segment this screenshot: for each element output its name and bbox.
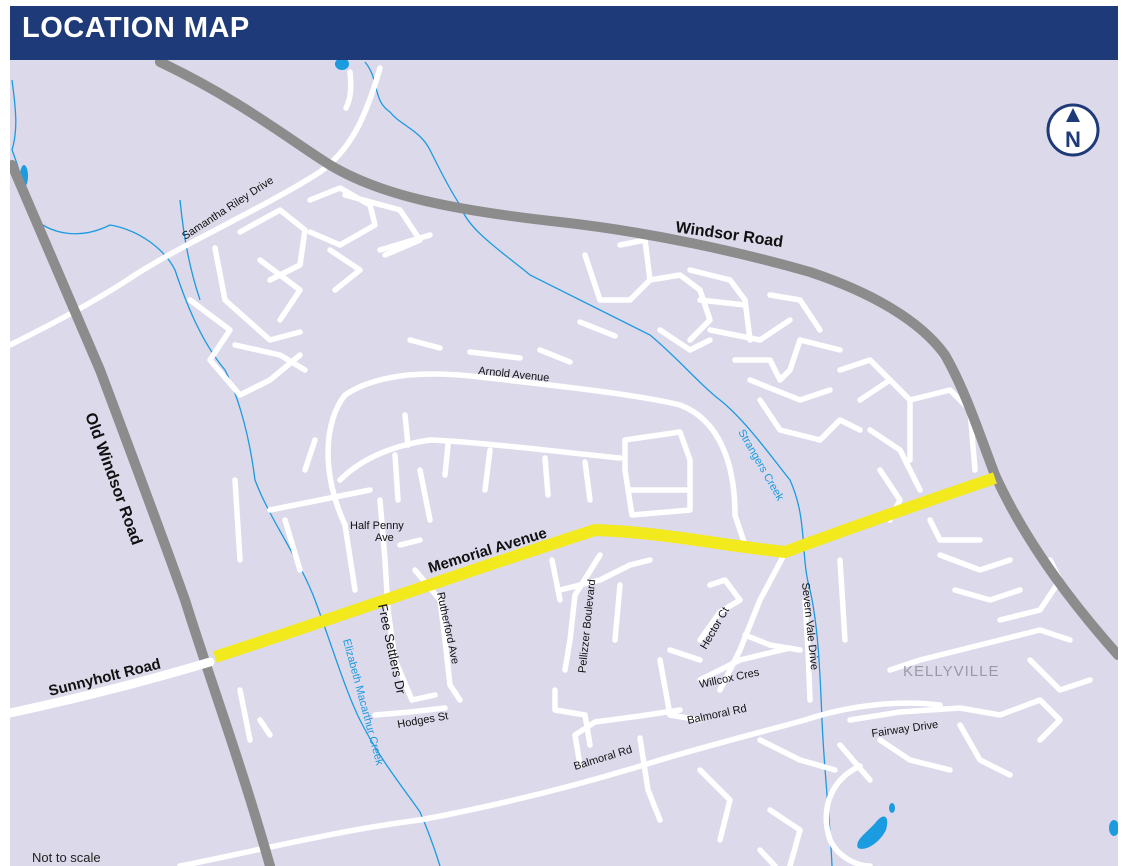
label-kellyville: KELLYVILLE: [903, 663, 999, 680]
header-bar: [10, 6, 1118, 60]
major-roads: [10, 60, 1118, 866]
old-windsor-road-line: [10, 160, 275, 866]
location-map[interactable]: N Windsor Road Old Windsor Road Memorial…: [10, 60, 1118, 866]
memorial-avenue-line: [213, 472, 997, 663]
minor-streets: [10, 65, 1093, 866]
label-half-penny-ave-2: Ave: [375, 532, 394, 544]
map-land: [10, 60, 1118, 866]
sunnyholt-road-line: [10, 657, 215, 718]
ponds: [20, 60, 1118, 849]
map-header: LOCATION MAP: [0, 0, 1122, 60]
north-arrow-icon: N: [1046, 103, 1100, 157]
label-half-penny-ave-1: Half Penny: [350, 520, 404, 532]
map-title: LOCATION MAP: [22, 12, 250, 44]
windsor-road-line: [155, 60, 1118, 660]
scale-note: Not to scale: [32, 850, 101, 865]
north-label: N: [1065, 127, 1081, 152]
